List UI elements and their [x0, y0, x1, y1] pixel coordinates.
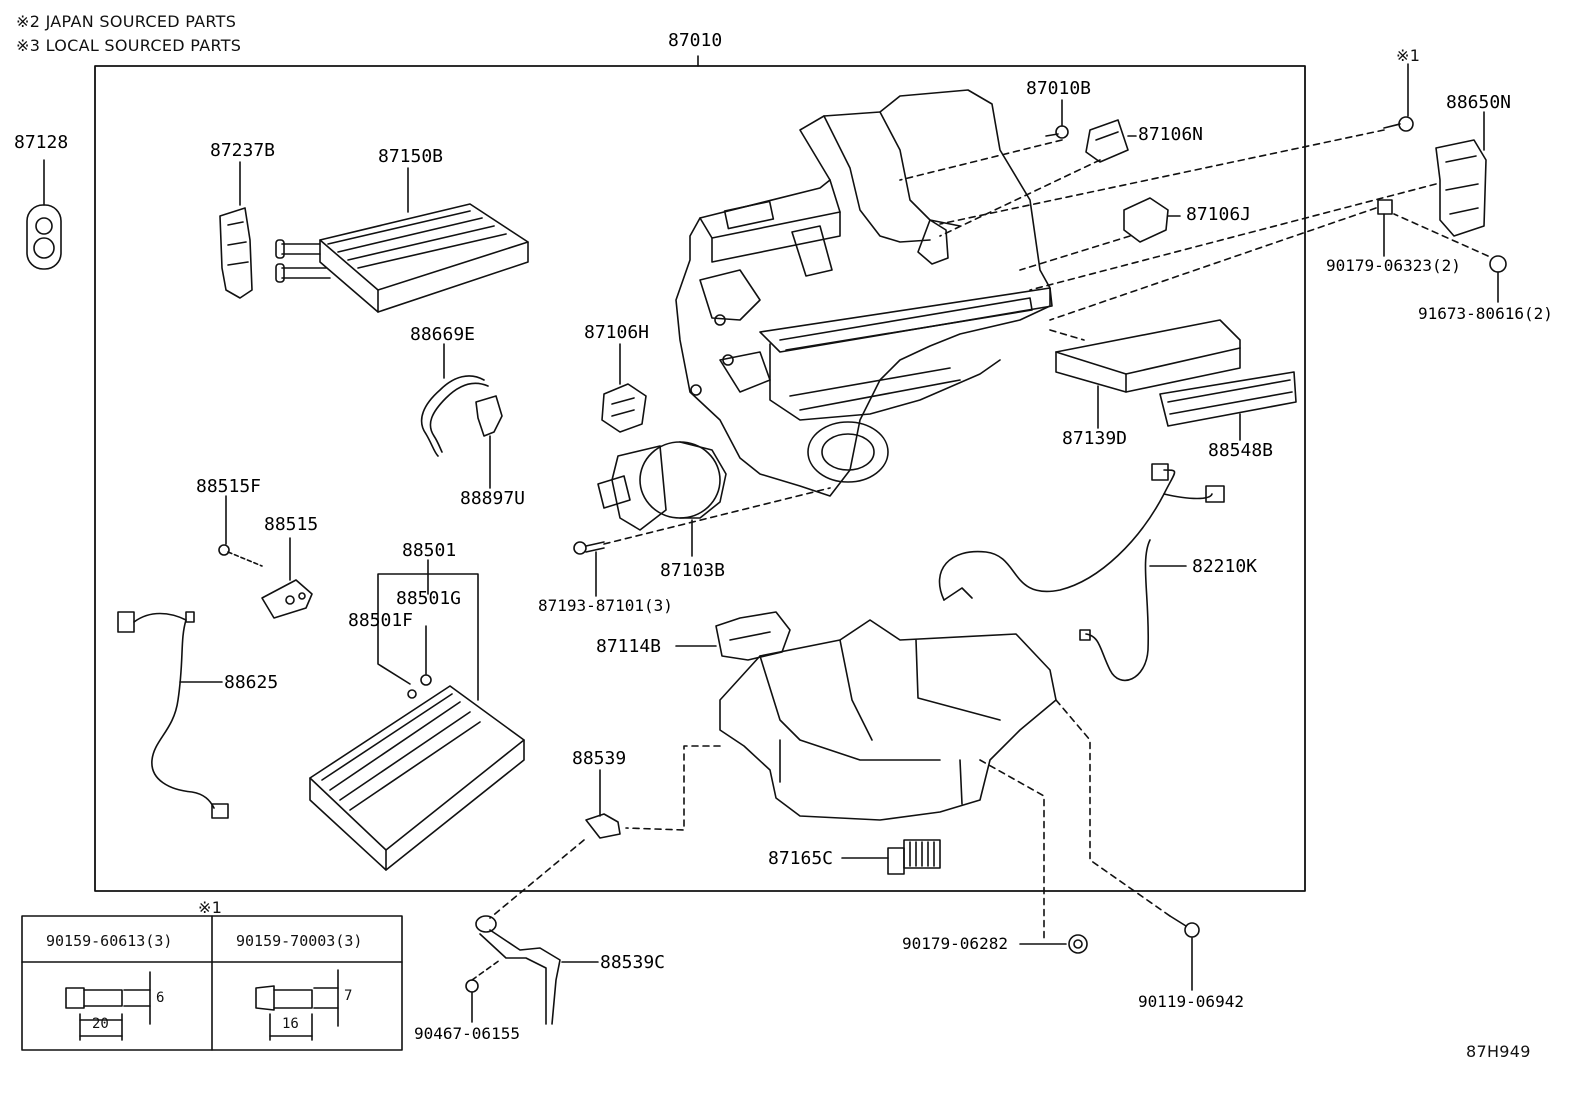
hvac-case-drawing — [675, 89, 1053, 497]
label-88515f: 88515F — [196, 476, 262, 497]
duct-87114b-drawing — [675, 611, 791, 661]
label-88625: 88625 — [224, 672, 279, 693]
screw-87193-drawing — [573, 541, 605, 597]
right-bracket-group-drawing — [939, 63, 1507, 321]
assembly-frame — [94, 65, 1306, 892]
label-87106n: 87106N — [1138, 124, 1204, 145]
bolt-1-length: 20 — [92, 1016, 109, 1032]
mark-top-right: ※1 — [1396, 46, 1421, 65]
label-87128: 87128 — [14, 132, 69, 153]
diagram-reference: 87H949 — [1466, 1042, 1531, 1061]
hose-sensor-drawing — [420, 343, 503, 489]
label-87165c: 87165C — [768, 848, 834, 869]
bracket-87237b-drawing — [219, 161, 253, 299]
label-87139d: 87139D — [1062, 428, 1128, 449]
cover-88548b-drawing — [1159, 371, 1297, 441]
sensor-88625-drawing — [117, 611, 229, 819]
actuator-87106h-drawing — [601, 343, 647, 433]
heater-core-87150b-drawing — [275, 167, 529, 313]
bolt-2-diameter: 7 — [344, 988, 353, 1004]
evaporator-88501-drawing — [309, 559, 525, 871]
label-88501: 88501 — [402, 540, 457, 561]
label-82210k: 82210K — [1192, 556, 1258, 577]
bolt-table-part-1: 90159-60613(3) — [46, 932, 173, 950]
mark-table: ※1 — [198, 898, 223, 917]
bolt-table-drawing — [21, 915, 403, 1051]
label-87237b: 87237B — [210, 140, 276, 161]
resistor-87165c-drawing — [841, 839, 941, 875]
bolt-90119-06942-drawing — [1169, 915, 1200, 991]
label-87114b: 87114B — [596, 636, 662, 657]
grommet-87128-drawing — [26, 159, 62, 270]
label-88501g: 88501G — [396, 588, 462, 609]
lower-case-drawing — [625, 619, 1171, 941]
label-90467-06155: 90467-06155 — [414, 1024, 520, 1043]
harness-82210k-drawing — [938, 463, 1225, 682]
label-87010: 87010 — [668, 30, 723, 51]
label-87103b: 87103B — [660, 560, 726, 581]
label-87106h: 87106H — [584, 322, 650, 343]
pipe-88539c-drawing — [465, 769, 621, 1025]
label-88548b: 88548B — [1208, 440, 1274, 461]
label-87150b: 87150B — [378, 146, 444, 167]
bolt-2-length: 16 — [282, 1016, 299, 1032]
note-local-sourced: ※3 LOCAL SOURCED PARTS — [16, 36, 242, 55]
label-88515: 88515 — [264, 514, 319, 535]
filter-87139d-drawing — [1049, 319, 1241, 429]
label-88650n: 88650N — [1446, 92, 1512, 113]
label-88669e: 88669E — [410, 324, 476, 345]
label-87010b: 87010B — [1026, 78, 1092, 99]
note-japan-sourced: ※2 JAPAN SOURCED PARTS — [16, 12, 237, 31]
actuators-right-drawing — [899, 99, 1181, 271]
bolt-table-part-2: 90159-70003(3) — [236, 932, 363, 950]
valve-88515-drawing — [218, 495, 313, 619]
label-88539c: 88539C — [600, 952, 666, 973]
bolt-1-diameter: 6 — [156, 990, 165, 1006]
label-90179-06282: 90179-06282 — [902, 934, 1008, 953]
nut-90179-06282-drawing — [1019, 934, 1088, 954]
label-87193-87101: 87193-87101(3) — [538, 596, 673, 615]
label-88539: 88539 — [572, 748, 627, 769]
label-88501f: 88501F — [348, 610, 414, 631]
label-91673-80616: 91673-80616(2) — [1418, 304, 1553, 323]
label-90179-06323: 90179-06323(2) — [1326, 256, 1461, 275]
label-90119-06942: 90119-06942 — [1138, 992, 1244, 1011]
label-88897u: 88897U — [460, 488, 526, 509]
blower-motor-87103b-drawing — [597, 441, 727, 557]
label-87106j: 87106J — [1186, 204, 1252, 225]
